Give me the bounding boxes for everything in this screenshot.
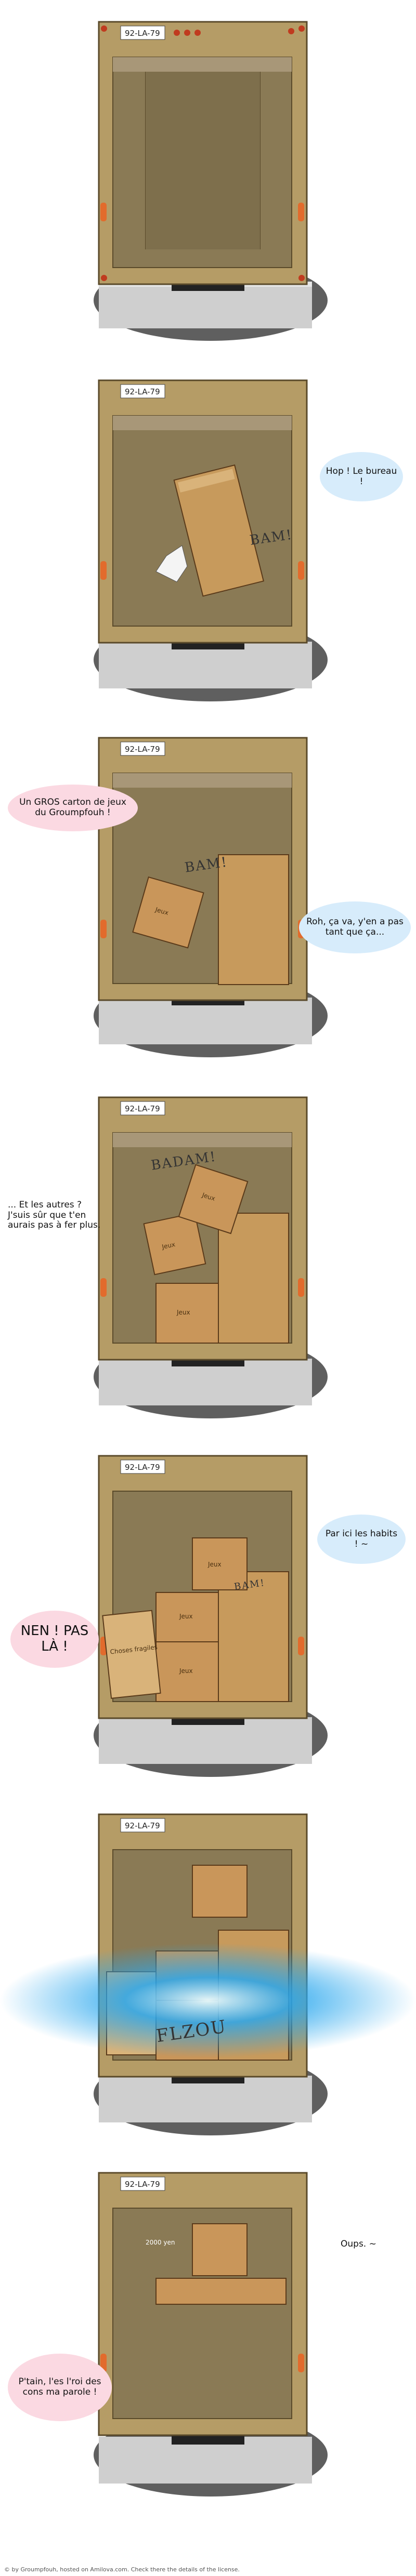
comic-panel-4: 92-LA-79 Jeux Jeux Jeux BADAM! ... Et le… [0, 1091, 416, 1429]
speech-bubble: Un GROS carton de jeux du Groumpfouh ! [8, 785, 138, 831]
box-label: Jeux [161, 1241, 176, 1251]
speech-bubble: Roh, ça va, y'en a pas tant que ça... [299, 901, 411, 953]
license-plate-text: 92-LA-79 [125, 1463, 160, 1472]
comic-panel-6: 92-LA-79 FLZOU [0, 1808, 416, 2146]
license-plate-text: 92-LA-79 [125, 2180, 160, 2189]
license-plate-text: 92-LA-79 [125, 387, 160, 396]
comic-panel-5: 92-LA-79 Jeux Jeux Jeux Choses fragiles … [0, 1450, 416, 1787]
license-plate-text: 92-LA-79 [125, 29, 160, 38]
comic-panel-7: 92-LA-79 2000 yen Oups. ~ P'tain, l'es l… [0, 2167, 416, 2509]
speech-bubble: Par ici les habits ! ~ [317, 1515, 406, 1564]
truck-illustration: 92-LA-79 [94, 21, 328, 341]
floating-price: 2000 yen [146, 2239, 175, 2246]
truck-illustration: 92-LA-79 Jeux [94, 737, 328, 1057]
box-label: Jeux [176, 1309, 190, 1316]
truck-illustration: 92-LA-79 Jeux Jeux Jeux Choses fragiles [94, 1455, 328, 1777]
blue-portal [0, 1943, 416, 2057]
license-plate-text: 92-LA-79 [125, 745, 160, 754]
comic-panel-2: 92-LA-79 BAM! Hop ! Le bureau ! [0, 374, 416, 712]
speech-bubble: NEN ! PAS LÀ ! [10, 1611, 99, 1668]
speech-bubble: P'tain, l'es l'roi des cons ma parole ! [8, 2354, 112, 2421]
box-label: Jeux [179, 1613, 193, 1620]
comic-panel-1: 92-LA-79 [0, 16, 416, 343]
comic-panel-3: 92-LA-79 Jeux BAM! Un GROS carton de jeu… [0, 733, 416, 1070]
truck-illustration: 92-LA-79 2000 yen [94, 2172, 328, 2497]
truck-illustration: 92-LA-79 [0, 1813, 416, 2135]
box-label: Jeux [207, 1561, 222, 1568]
games-box: Jeux [132, 876, 204, 949]
license-plate-text: 92-LA-79 [125, 1104, 160, 1113]
truck-illustration: 92-LA-79 [94, 379, 328, 701]
license-plate-text: 92-LA-79 [125, 1821, 160, 1830]
speech-text: Oups. ~ [341, 2239, 376, 2249]
box-label: Jeux [179, 1667, 193, 1675]
desk-box [173, 464, 265, 597]
truck-illustration: 92-LA-79 Jeux Jeux Jeux [94, 1096, 328, 1418]
copyright-footer: © by Groumpfouh, hosted on Amilova.com. … [4, 2566, 240, 2573]
speech-bubble: Hop ! Le bureau ! [320, 452, 403, 501]
speech-text: ... Et les autres ? J'suis sûr que t'en … [8, 1200, 101, 1231]
